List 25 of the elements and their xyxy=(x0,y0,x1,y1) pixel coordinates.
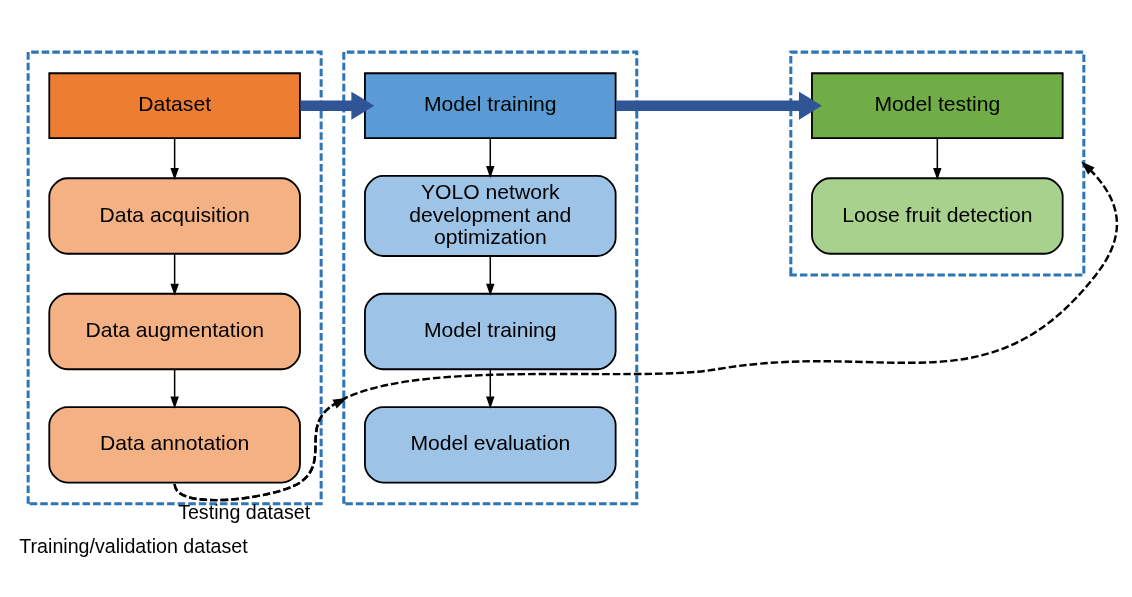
arrow xyxy=(616,91,822,120)
arrow xyxy=(933,137,942,180)
node-box: Model testing xyxy=(811,71,1064,139)
node-box: Data acquisition xyxy=(48,176,301,255)
edge-label: Testing dataset xyxy=(178,500,311,523)
node-box: Model training xyxy=(364,71,617,139)
arrow xyxy=(300,91,375,120)
node-box: Loose fruit detection xyxy=(811,176,1064,255)
arrow xyxy=(486,137,495,178)
node-box: Data annotation xyxy=(48,405,301,483)
arrow xyxy=(170,368,179,409)
arrow xyxy=(486,368,495,409)
cluster xyxy=(789,50,1086,276)
arrow xyxy=(173,161,1118,501)
node-box: Data augmentation xyxy=(48,292,301,370)
node-box: Dataset xyxy=(48,71,301,139)
node-box: Model training xyxy=(364,292,617,370)
node-box: YOLO network development and optimization xyxy=(364,174,617,257)
arrow xyxy=(170,253,179,296)
cluster xyxy=(26,50,323,505)
cluster xyxy=(342,50,639,505)
arrow xyxy=(486,254,495,296)
arrow xyxy=(170,137,179,180)
node-box: Model evaluation xyxy=(364,405,617,483)
edge-label: Training/validation dataset xyxy=(19,534,248,557)
